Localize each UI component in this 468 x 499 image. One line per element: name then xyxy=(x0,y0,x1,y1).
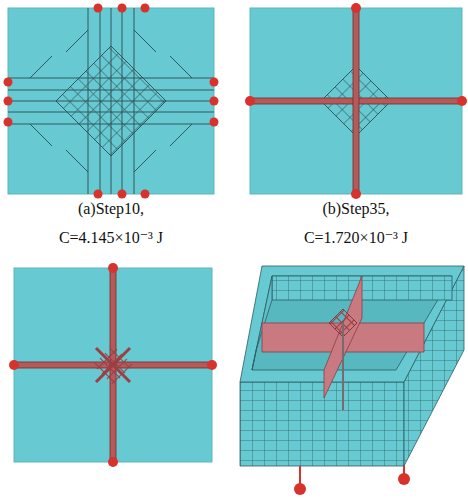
panel-a xyxy=(4,4,219,199)
panel-c xyxy=(9,263,217,467)
panel-b xyxy=(245,3,467,199)
panel-d xyxy=(240,266,464,495)
caption-label: (a)Step10, xyxy=(78,200,144,218)
caption-label: (b)Step35, xyxy=(322,200,389,218)
caption-label: C=4.145×10⁻³ J xyxy=(59,228,163,247)
caption-label: C=1.720×10⁻³ J xyxy=(304,228,408,247)
